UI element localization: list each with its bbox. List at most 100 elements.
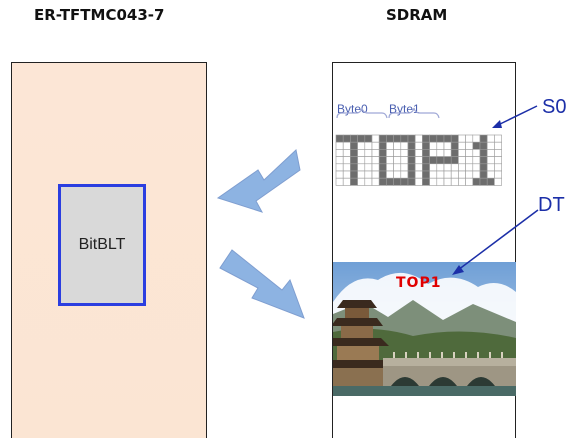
pixel-on <box>350 149 358 157</box>
pixel-on <box>436 156 445 165</box>
bitblt-label: BitBLT <box>78 236 126 253</box>
pixel-off <box>436 163 445 172</box>
pixel-off <box>458 141 466 150</box>
right-title: SDRAM <box>386 6 448 24</box>
pixel-on <box>350 156 358 165</box>
pixel-off <box>414 177 423 186</box>
pixel-off <box>465 149 474 157</box>
pixel-off <box>458 170 466 179</box>
pixel-on <box>486 177 495 186</box>
pixel-on <box>378 177 387 186</box>
pixel-on <box>378 156 387 165</box>
pixel-on <box>407 141 416 150</box>
pixel-off <box>364 177 373 186</box>
pixel-off <box>486 149 495 157</box>
pixel-off <box>494 149 502 157</box>
pixel-off <box>414 163 423 172</box>
pixel-off <box>364 156 373 165</box>
pixel-on <box>422 134 430 143</box>
pixel-off <box>436 170 445 179</box>
pixel-on <box>378 163 387 172</box>
pixel-off <box>436 177 445 186</box>
pixel-on <box>407 177 416 186</box>
pixel-on <box>450 134 459 143</box>
pixel-off <box>443 141 452 150</box>
pixel-off <box>486 170 495 179</box>
pixel-off <box>414 170 423 179</box>
pixel-on <box>479 170 488 179</box>
pixel-on <box>450 156 459 165</box>
pixel-off <box>400 163 409 172</box>
dt-pointer <box>457 209 539 271</box>
pixel-off <box>450 170 459 179</box>
pixel-on <box>378 134 387 143</box>
pixel-off <box>443 163 452 172</box>
pixel-off <box>400 149 409 157</box>
pixel-on <box>407 156 416 165</box>
pixel-on <box>479 134 488 143</box>
pixel-on <box>400 134 409 143</box>
pixel-off <box>494 141 502 150</box>
left-title: ER-TFTMC043-7 <box>34 6 165 24</box>
pixel-off <box>458 163 466 172</box>
pixel-off <box>429 177 438 186</box>
pixel-off <box>342 170 351 179</box>
pixel-on <box>400 177 409 186</box>
pixel-on <box>479 163 488 172</box>
pixel-on <box>407 170 416 179</box>
pixel-off <box>342 141 351 150</box>
pixel-text-grid <box>335 134 502 186</box>
pixel-off <box>472 163 481 172</box>
arrow-to-display <box>216 149 301 213</box>
pixel-on <box>393 177 402 186</box>
pixel-off <box>371 134 380 143</box>
pixel-on <box>378 149 387 157</box>
pixel-off <box>386 149 394 157</box>
scene-text: TOP1 <box>396 275 442 291</box>
pixel-off <box>465 134 474 143</box>
byte0-brace <box>336 107 388 119</box>
pixel-off <box>486 156 495 165</box>
pixel-off <box>465 170 474 179</box>
pixel-on <box>443 156 452 165</box>
pixel-off <box>371 141 380 150</box>
pixel-off <box>371 163 380 172</box>
pixel-off <box>393 141 402 150</box>
pixel-on <box>479 149 488 157</box>
pixel-off <box>371 177 380 186</box>
pixel-off <box>386 170 394 179</box>
pixel-off <box>458 134 466 143</box>
pixel-off <box>357 163 366 172</box>
pixel-off <box>465 156 474 165</box>
pixel-off <box>357 170 366 179</box>
pixel-off <box>429 141 438 150</box>
pixel-off <box>494 163 502 172</box>
pixel-on <box>378 170 387 179</box>
pixel-off <box>393 170 402 179</box>
pixel-on <box>350 163 358 172</box>
pixel-on <box>350 134 358 143</box>
pixel-on <box>472 141 481 150</box>
pixel-off <box>364 141 373 150</box>
pixel-on <box>479 177 488 186</box>
pixel-on <box>407 163 416 172</box>
pixel-off <box>494 177 502 186</box>
pixel-on <box>342 134 351 143</box>
pixel-off <box>443 149 452 157</box>
pixel-off <box>450 177 459 186</box>
pixel-off <box>386 156 394 165</box>
pixel-off <box>371 149 380 157</box>
pixel-on <box>422 141 430 150</box>
pixel-on <box>422 149 430 157</box>
pixel-off <box>429 170 438 179</box>
pixel-off <box>436 141 445 150</box>
s0-label: S0 <box>542 96 567 118</box>
pixel-on <box>422 177 430 186</box>
pixel-off <box>335 163 344 172</box>
pixel-off <box>364 170 373 179</box>
pixel-off <box>414 134 423 143</box>
pixel-off <box>357 149 366 157</box>
pixel-off <box>472 134 481 143</box>
pixel-on <box>335 134 344 143</box>
